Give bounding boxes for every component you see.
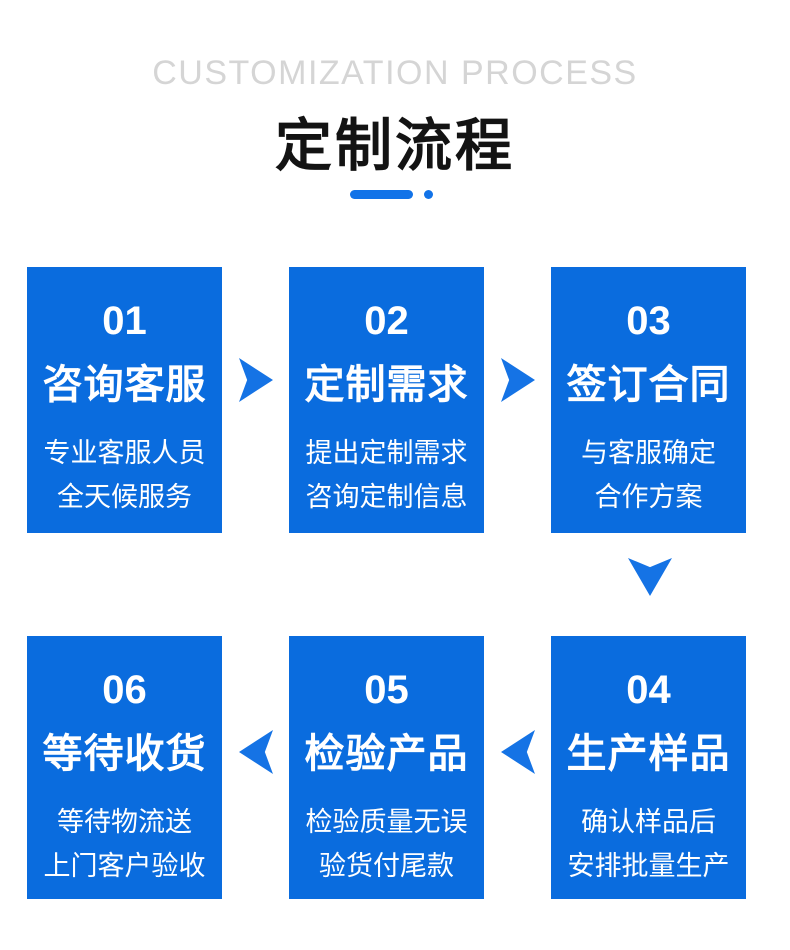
step-card-03: 03 签订合同 与客服确定 合作方案: [551, 267, 746, 533]
step-description-line: 专业客服人员: [43, 438, 206, 468]
step-card-01: 01 咨询客服 专业客服人员 全天候服务: [27, 267, 222, 533]
page-title: 定制流程: [275, 114, 515, 178]
step-title: 等待收货: [42, 732, 207, 776]
step-description-line: 确认样品后: [581, 807, 716, 837]
step-number: 01: [102, 299, 147, 343]
arrow-down-icon: [628, 558, 672, 596]
step-title: 定制需求: [304, 363, 469, 407]
step-description-line: 检验质量无误: [305, 807, 468, 837]
step-title: 生产样品: [566, 732, 731, 776]
step-card-06: 06 等待收货 等待物流送 上门客户验收: [27, 636, 222, 899]
step-title: 签订合同: [566, 363, 731, 407]
header-subtitle-en: CUSTOMIZATION PROCESS: [152, 54, 638, 92]
step-number: 05: [364, 668, 409, 712]
step-number: 04: [626, 668, 671, 712]
process-row-top: 01 咨询客服 专业客服人员 全天候服务 02 定制需求 提出定制需求 咨询定制…: [27, 267, 746, 533]
step-description-line: 咨询定制信息: [305, 482, 468, 512]
step-description-line: 验货付尾款: [319, 851, 454, 881]
step-title: 检验产品: [304, 732, 469, 776]
title-underline-bar: [350, 190, 413, 199]
title-underline-dot: [424, 190, 433, 199]
step-number: 02: [364, 299, 409, 343]
step-number: 06: [102, 668, 147, 712]
step-title: 咨询客服: [42, 363, 207, 407]
step-description-line: 上门客户验收: [43, 851, 206, 881]
step-description-line: 安排批量生产: [567, 851, 730, 881]
step-card-04: 04 生产样品 确认样品后 安排批量生产: [551, 636, 746, 899]
step-description-line: 合作方案: [594, 482, 703, 512]
process-row-bottom: 06 等待收货 等待物流送 上门客户验收 05 检验产品 检验质量无误 验货付尾…: [27, 636, 746, 899]
step-number: 03: [626, 299, 671, 343]
step-description-line: 提出定制需求: [305, 438, 468, 468]
step-description-line: 与客服确定: [581, 438, 716, 468]
step-card-02: 02 定制需求 提出定制需求 咨询定制信息: [289, 267, 484, 533]
step-card-05: 05 检验产品 检验质量无误 验货付尾款: [289, 636, 484, 899]
step-description-line: 全天候服务: [57, 482, 192, 512]
step-description-line: 等待物流送: [57, 807, 192, 837]
